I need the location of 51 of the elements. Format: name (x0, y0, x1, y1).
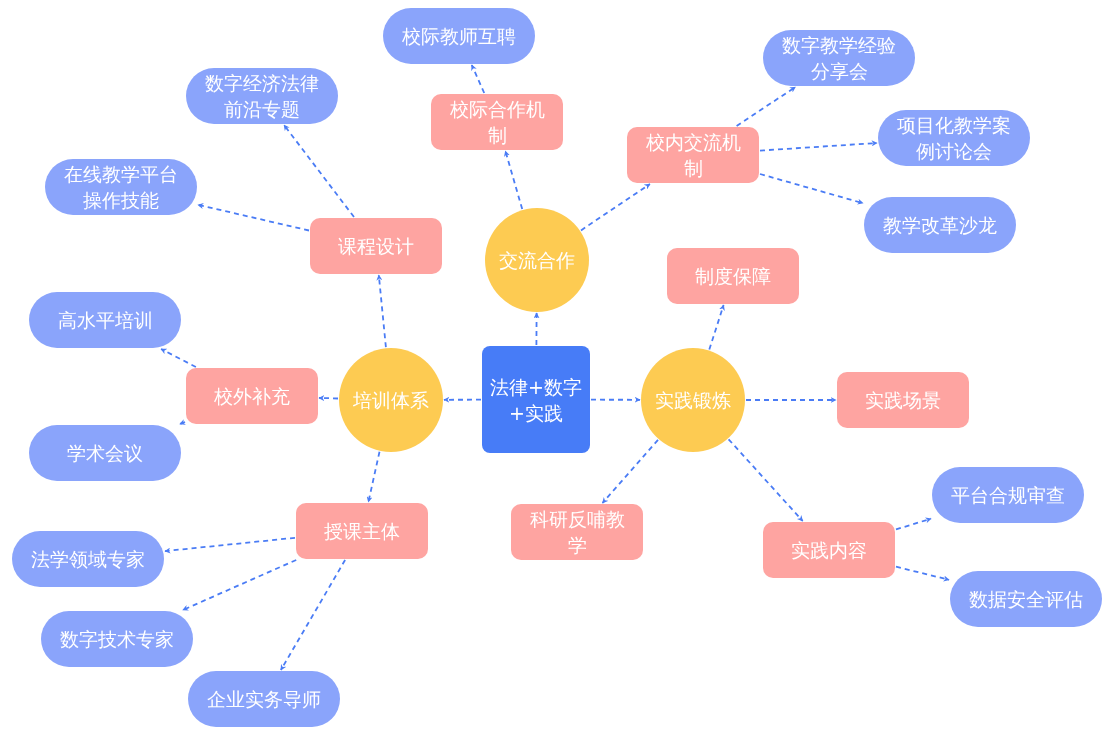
arrow (470, 64, 486, 94)
arrow (533, 312, 540, 346)
central-box: 法律+数字+实践 (482, 346, 590, 453)
subtopic-box: 课程设计 (310, 218, 442, 274)
leaf-pill: 数字经济法律前沿专题 (186, 68, 338, 124)
subtopic-box: 科研反哺教学 (511, 504, 643, 560)
subtopic-box: 授课主体 (296, 503, 428, 559)
topic-circle: 交流合作 (485, 208, 589, 312)
arrow (759, 140, 878, 152)
arrow (178, 419, 186, 425)
arrow (181, 559, 298, 611)
subtopic-box: 校际合作机制 (431, 94, 563, 150)
arrow (708, 304, 725, 351)
arrow (443, 396, 482, 403)
arrow (759, 173, 864, 205)
arrow (280, 559, 346, 671)
leaf-pill: 数字教学经验分享会 (763, 30, 915, 86)
leaf-pill: 校际教师互聘 (383, 8, 535, 64)
arrow (895, 517, 932, 531)
leaf-pill: 学术会议 (29, 425, 181, 481)
leaf-pill: 项目化教学案例讨论会 (878, 110, 1030, 166)
subtopic-box: 校外补充 (186, 368, 318, 424)
arrow (590, 396, 641, 403)
arrow (164, 536, 296, 554)
topic-circle: 培训体系 (339, 348, 443, 452)
subtopic-box: 实践内容 (763, 522, 895, 578)
leaf-pill: 教学改革沙龙 (864, 197, 1016, 253)
arrow (580, 183, 651, 232)
leaf-pill: 企业实务导师 (188, 671, 340, 727)
leaf-pill: 在线教学平台操作技能 (45, 159, 197, 215)
arrow (895, 565, 950, 582)
leaf-pill: 数据安全评估 (950, 571, 1102, 627)
arrow (504, 150, 524, 210)
leaf-pill: 高水平培训 (29, 292, 181, 348)
arrow (727, 438, 804, 522)
arrow (160, 348, 197, 368)
subtopic-box: 实践场景 (837, 372, 969, 428)
arrow (376, 274, 387, 349)
leaf-pill: 平台合规审查 (932, 467, 1084, 523)
arrow (601, 438, 659, 504)
arrow (197, 203, 310, 232)
arrow (283, 124, 355, 218)
arrow (735, 86, 797, 127)
leaf-pill: 法学领域专家 (12, 531, 164, 587)
leaf-pill: 数字技术专家 (41, 611, 193, 667)
subtopic-box: 制度保障 (667, 248, 799, 304)
topic-circle: 实践锻炼 (641, 348, 745, 452)
arrow (318, 395, 339, 402)
subtopic-box: 校内交流机制 (627, 127, 759, 183)
arrow (745, 397, 837, 403)
arrow (366, 450, 381, 503)
